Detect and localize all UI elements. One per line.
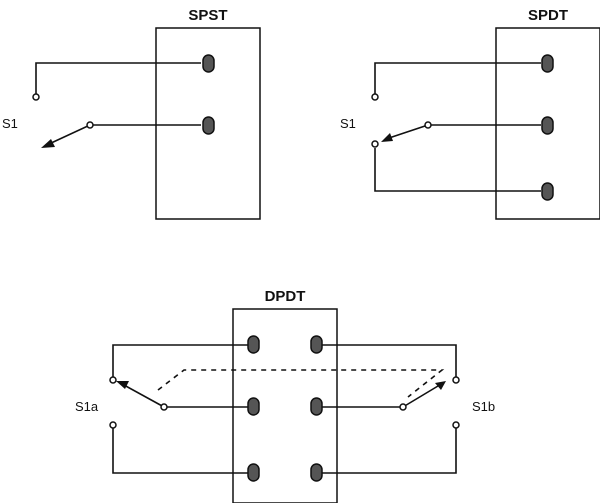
s1b-lug-upper [310,335,323,354]
s1b-switch-label: S1b [472,399,495,414]
spst-title: SPST [188,7,227,24]
s1b-lug-common [310,397,323,416]
spst-lug-common [202,116,215,135]
spst-switch-label: S1 [2,116,18,131]
s1b-upper-wire [322,344,457,377]
spdt-lug-lower [541,182,554,201]
spdt-upper-wire [374,62,541,94]
s1a-lever [123,384,165,408]
spdt-switch-label: S1 [340,116,356,131]
spst-lever-arrowhead [41,139,55,148]
spst-upper-wire [35,62,201,94]
s1a-lug-common [247,397,260,416]
s1b-lower-wire [322,428,457,474]
s1a-lug-lower [247,463,260,482]
gang-link-dashed [157,369,445,398]
s1b-lug-lower [310,463,323,482]
spdt-group: SPDT S1 [340,7,600,220]
s1a-lever-arrowhead [116,381,129,389]
spst-lug-upper [202,54,215,73]
s1b-lever [402,385,439,408]
s1a-lower-wire [112,428,248,474]
spdt-lower-terminal [371,140,379,148]
dpdt-title: DPDT [265,288,306,305]
spdt-title: SPDT [528,7,568,24]
s1b-lever-arrowhead [435,381,446,390]
s1a-common-terminal [160,403,168,411]
spst-contact-terminal [32,93,40,101]
spdt-lug-common [541,116,554,135]
s1a-lug-upper [247,335,260,354]
spst-common-terminal [86,121,94,129]
spdt-lug-upper [541,54,554,73]
spst-group: SPST S1 [2,7,261,220]
s1b-lower-terminal [452,421,460,429]
s1a-upper-wire [112,344,248,377]
spst-lever [48,124,91,145]
spdt-lower-wire [374,148,541,192]
s1b-upper-terminal [452,376,460,384]
dpdt-group: DPDT S1a S1b [75,288,495,503]
spdt-upper-terminal [371,93,379,101]
spdt-lever [388,124,429,139]
s1a-switch-label: S1a [75,399,99,414]
s1a-lower-terminal [109,421,117,429]
s1a-upper-terminal [109,376,117,384]
s1b-common-terminal [399,403,407,411]
spdt-common-terminal [424,121,432,129]
spdt-lever-arrowhead [381,133,393,142]
